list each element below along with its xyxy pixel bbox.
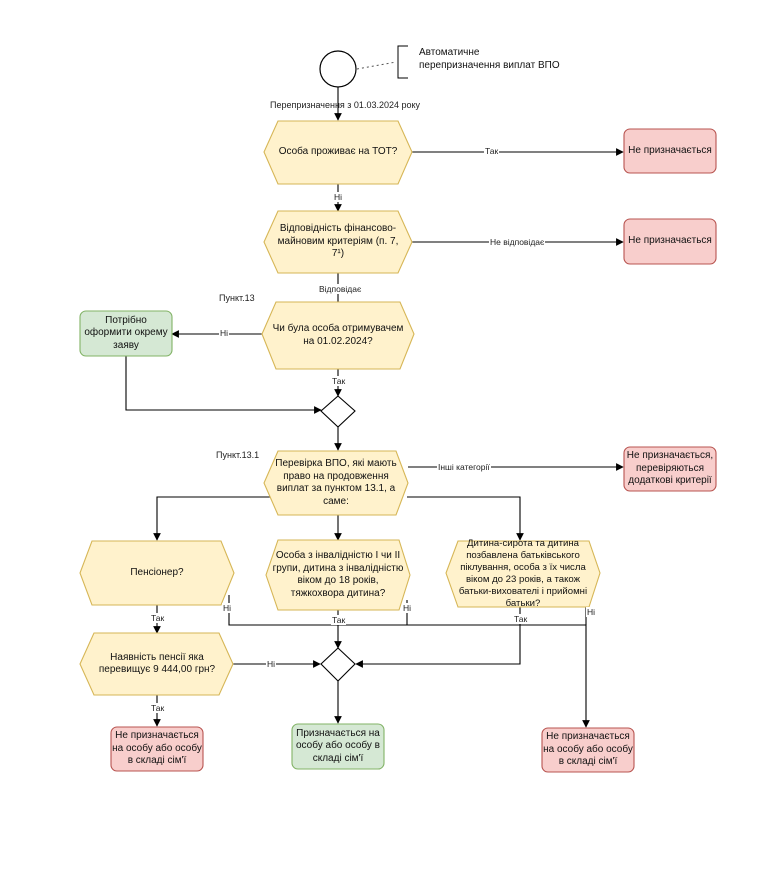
section-label-p13: Пункт.13 [219, 293, 255, 303]
edge-label-recipient-yes: Так [331, 376, 347, 386]
edge-label-pension-yes: Так [150, 703, 166, 713]
outcome-assigned-family: Призначається на особу або особу в склад… [296, 727, 380, 764]
decision-pensioner-shape [79, 540, 235, 606]
start-node [319, 50, 357, 88]
edge-label-pensioner-yes: Так [150, 613, 166, 623]
decision-recipient: Чи була особа отримувачем на 01.02.2024? [272, 323, 404, 347]
outcome-separate-application: Потрібно оформити окрему заяву [84, 314, 168, 351]
decision-disability-shape [265, 539, 411, 611]
outcome-not-assigned-2: Не призначається [628, 235, 712, 247]
decision-recipient-shape [261, 301, 415, 370]
edge-label-pension-no: Ні [266, 659, 277, 669]
decision-pensioner: Пенсіонер? [130, 566, 184, 578]
edge-separate-to-merge [125, 356, 322, 414]
start-note-line2: перепризначення виплат ВПО [419, 59, 560, 71]
edge-label-pensioner-no: Ні [222, 603, 233, 613]
edge-label-criteria-yes: Відповідає [318, 284, 363, 294]
outcome-assigned-family-shape [291, 723, 385, 770]
outcome-not-assigned-family-right-shape [541, 727, 635, 773]
decision-tot: Особа проживає на ТОТ? [278, 146, 398, 158]
outcome-separate-application-shape [79, 310, 173, 357]
edge-label-tot-yes: Так [484, 146, 500, 156]
start-note-line1: Автоматичне [419, 47, 480, 58]
edge-label-disability-no: Ні [402, 603, 413, 613]
decision-orphan: Дитина-сирота та дитина позбавлена батьк… [458, 538, 588, 609]
start-note: Автоматичне перепризначення виплат ВПО [419, 47, 569, 72]
outcome-not-assigned-1: Не призначається [628, 144, 712, 156]
edge-label-criteria-no: Не відповідає [489, 237, 546, 247]
merge-rhombus-2 [320, 647, 356, 682]
outcome-not-assigned-2-shape [623, 218, 717, 265]
outcome-not-assigned-family-left-shape [110, 726, 204, 772]
edge-label-orphan-no: Ні [586, 607, 597, 617]
decision-criteria-shape [263, 210, 413, 274]
decision-disability: Особа з інвалідністю I чи II групи, дити… [272, 550, 404, 599]
start-note-connector [356, 61, 397, 70]
start-edge-label: Перепризначення з 01.03.2024 року [270, 100, 421, 110]
edge-orphan-yes [355, 607, 521, 668]
decision-check: Перевірка ВПО, які мають право на продов… [275, 458, 397, 507]
decision-check-shape [263, 450, 409, 516]
outcome-not-assigned-family-right: Не призначається на особу або особу в ск… [543, 731, 633, 768]
edge-label-recipient-no: Ні [219, 328, 230, 338]
edge-label-tot-no: Ні [333, 192, 344, 202]
outcome-extra-criteria-shape [623, 446, 717, 492]
section-label-p13-1: Пункт.13.1 [216, 450, 260, 460]
outcome-extra-criteria: Не призначається, перевіряються додатков… [626, 450, 714, 487]
edge-label-orphan-yes: Так [513, 614, 529, 624]
edge-check-orphan [407, 496, 524, 541]
edge-label-other-categories: Інші категорії [437, 462, 491, 472]
outcome-not-assigned-family-left: Не призначається на особу або особу в ск… [112, 730, 202, 767]
outcome-not-assigned-1-shape [623, 128, 717, 174]
decision-criteria: Відповідність фінансово-майновим критері… [277, 223, 399, 260]
merge-rhombus-1 [320, 395, 356, 428]
start-note-bracket [397, 45, 408, 79]
decision-tot-shape [263, 120, 413, 185]
edge-label-disability-yes: Так [331, 615, 347, 625]
edge-check-pensioner [153, 496, 270, 541]
decision-pension-amount: Наявність пенсії яка перевищує 9 444,00 … [98, 651, 216, 676]
decision-pension-amount-shape [79, 632, 234, 696]
